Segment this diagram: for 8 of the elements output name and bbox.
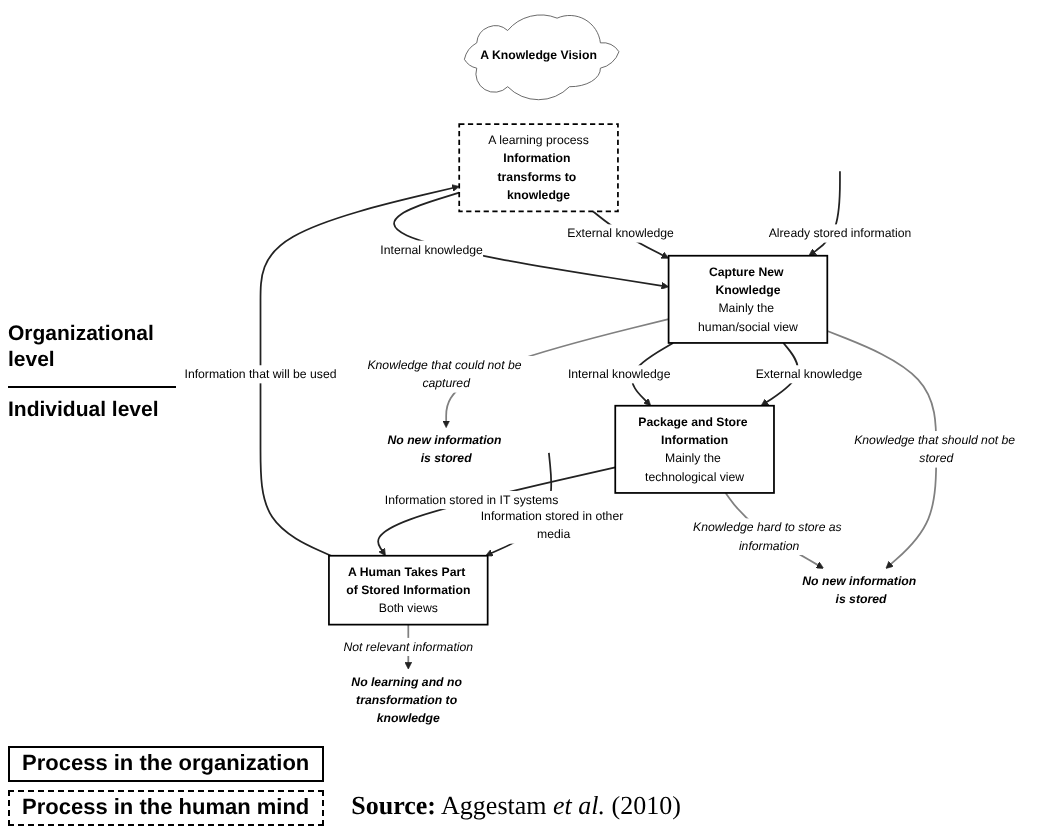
arrow [259, 184, 460, 557]
level-label: Individual level [8, 395, 161, 426]
caption: Source: Aggestam et al. (2010) [351, 790, 681, 824]
arrow [826, 330, 938, 569]
legend-entry: Process in the organization [8, 746, 324, 782]
arrow [377, 466, 617, 557]
level-label: Organizational level [8, 320, 156, 377]
legend-entry: Process in the human mind [8, 790, 324, 826]
